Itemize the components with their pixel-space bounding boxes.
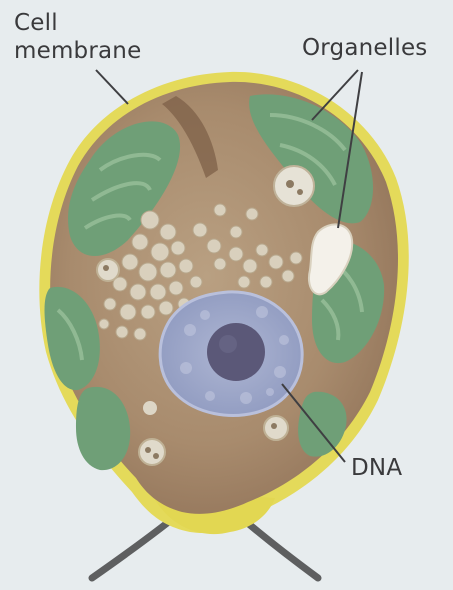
cell-membrane-label-line1: Cell — [14, 10, 58, 37]
leader-line-membrane — [96, 70, 128, 104]
dna-label: DNA — [351, 455, 402, 482]
organelles-label: Organelles — [302, 35, 428, 62]
cell-membrane-label-line2: membrane — [14, 38, 141, 65]
nucleolus — [207, 323, 265, 381]
